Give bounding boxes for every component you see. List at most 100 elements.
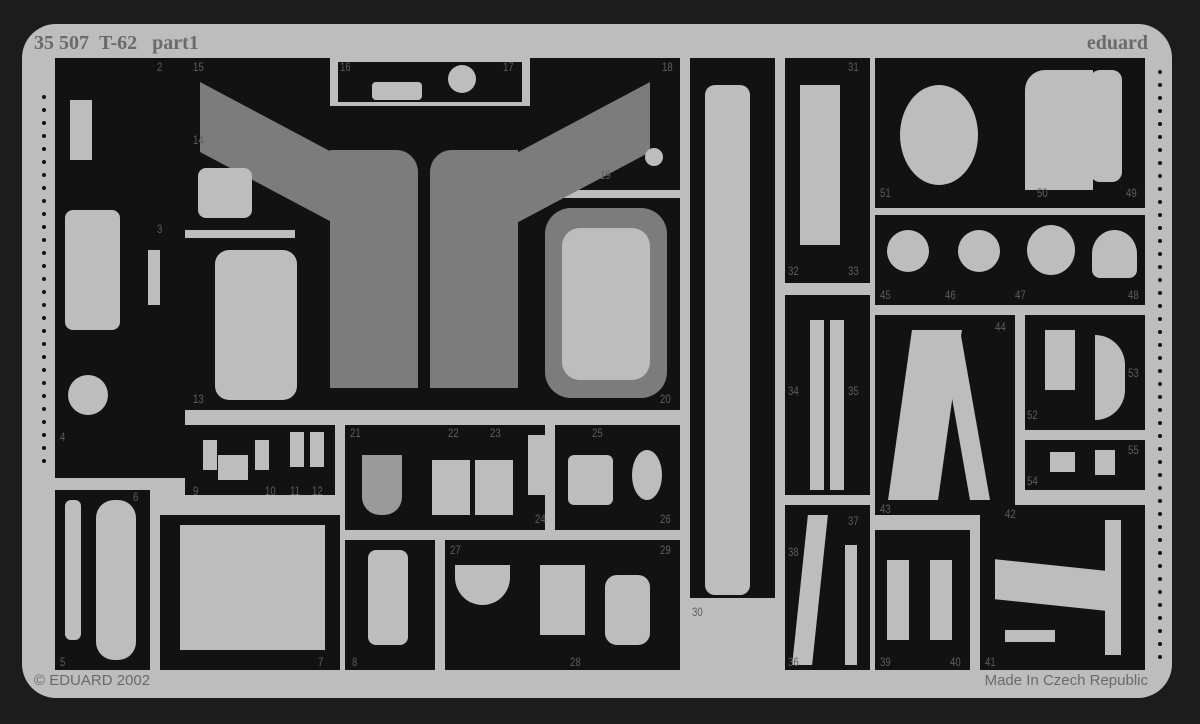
- part-number-label: 39: [880, 655, 891, 669]
- cutout-panel: [338, 62, 522, 102]
- edge-dot: [1158, 473, 1162, 477]
- edge-dot: [42, 199, 46, 203]
- edge-dot: [1158, 616, 1162, 620]
- part-10: [255, 440, 269, 470]
- part-22: [432, 460, 470, 515]
- part-number-label: 34: [788, 384, 799, 398]
- part-3b: [148, 250, 160, 305]
- part-41: [1005, 630, 1055, 642]
- edge-dot: [42, 446, 46, 450]
- part-number-label: 53: [1128, 366, 1139, 380]
- part-number-label: 8: [352, 655, 358, 669]
- edge-dot: [1158, 213, 1162, 217]
- part-54: [1050, 452, 1075, 472]
- part-number-label: 36: [788, 655, 799, 669]
- edge-dot: [42, 108, 46, 112]
- part-number-label: 18: [662, 60, 673, 74]
- part-9b: [218, 455, 248, 480]
- edge-dot: [1158, 96, 1162, 100]
- part-9: [203, 440, 217, 470]
- edge-dot: [1158, 252, 1162, 256]
- part-number-label: 38: [788, 545, 799, 559]
- edge-dot: [42, 277, 46, 281]
- part-52: [1045, 330, 1075, 390]
- cutout-panel: [1025, 315, 1145, 430]
- edge-dot: [1158, 434, 1162, 438]
- photo-etch-fret: 35 507 T-62 part1 eduard © EDUARD 2002 M…: [22, 24, 1172, 698]
- part-42b: [1105, 520, 1121, 655]
- edge-dot: [1158, 395, 1162, 399]
- part-5: [65, 500, 81, 640]
- part-number-label: 49: [1126, 186, 1137, 200]
- part-number-label: 50: [1037, 186, 1048, 200]
- part-number-label: 22: [448, 426, 459, 440]
- edge-dot: [42, 394, 46, 398]
- part-40: [930, 560, 952, 640]
- part-number-label: 4: [60, 430, 66, 444]
- part-39: [887, 560, 909, 640]
- part-number-label: 42: [1005, 507, 1016, 521]
- origin-text: Made In Czech Republic: [984, 672, 1148, 689]
- part-29: [605, 575, 650, 645]
- part-number-label: 35: [848, 384, 859, 398]
- part-number-label: 52: [1027, 408, 1038, 422]
- part-17: [448, 65, 476, 93]
- part-number-label: 25: [592, 426, 603, 440]
- edge-dot: [1158, 642, 1162, 646]
- edge-dot: [1158, 187, 1162, 191]
- part-47: [1027, 225, 1075, 275]
- part-v-right: [430, 150, 518, 388]
- part-46: [958, 230, 1000, 272]
- edge-dot: [1158, 135, 1162, 139]
- edge-dot: [1158, 538, 1162, 542]
- edge-dot: [42, 342, 46, 346]
- part-55: [1095, 450, 1115, 475]
- edge-dot: [42, 121, 46, 125]
- edge-dot: [1158, 369, 1162, 373]
- edge-dot: [1158, 603, 1162, 607]
- part-set: part1: [152, 32, 199, 54]
- edge-dot: [42, 433, 46, 437]
- edge-dot: [42, 134, 46, 138]
- part-number-label: 30: [692, 605, 703, 619]
- part-51: [900, 85, 978, 185]
- part-number-label: 32: [788, 264, 799, 278]
- edge-dot: [42, 160, 46, 164]
- edge-dot: [1158, 564, 1162, 568]
- part-number-label: 16: [340, 60, 351, 74]
- part-53: [1095, 335, 1125, 420]
- part-30: [705, 85, 750, 595]
- part-number-label: 23: [490, 426, 501, 440]
- edge-dot: [1158, 291, 1162, 295]
- part-number-label: 21: [350, 426, 361, 440]
- edge-dot: [1158, 421, 1162, 425]
- part-number-label: 3: [157, 222, 163, 236]
- part-13: [215, 250, 297, 400]
- part-number-label: 10: [265, 484, 276, 498]
- part-number-label: 47: [1015, 288, 1026, 302]
- part-number-label: 17: [503, 60, 514, 74]
- edge-dot: [1158, 382, 1162, 386]
- edge-dot: [42, 290, 46, 294]
- part-4: [68, 375, 108, 415]
- part-number-label: 11: [290, 484, 300, 498]
- edge-dot: [42, 368, 46, 372]
- edge-dot: [1158, 122, 1162, 126]
- edge-dot: [42, 264, 46, 268]
- part-number-label: 9: [193, 484, 199, 498]
- edge-dot: [1158, 486, 1162, 490]
- frame-bar: [530, 190, 680, 198]
- part-number-label: 37: [848, 514, 859, 528]
- part-number-label: 15: [193, 60, 204, 74]
- edge-dot: [1158, 70, 1162, 74]
- frame-bar: [185, 230, 295, 238]
- part-26: [632, 450, 662, 500]
- edge-dot: [1158, 551, 1162, 555]
- edge-dot: [42, 173, 46, 177]
- edge-dot: [1158, 265, 1162, 269]
- edge-dot: [1158, 200, 1162, 204]
- edge-dot: [42, 238, 46, 242]
- edge-dot: [1158, 460, 1162, 464]
- part-number-label: 5: [60, 655, 66, 669]
- part-20: [562, 228, 650, 380]
